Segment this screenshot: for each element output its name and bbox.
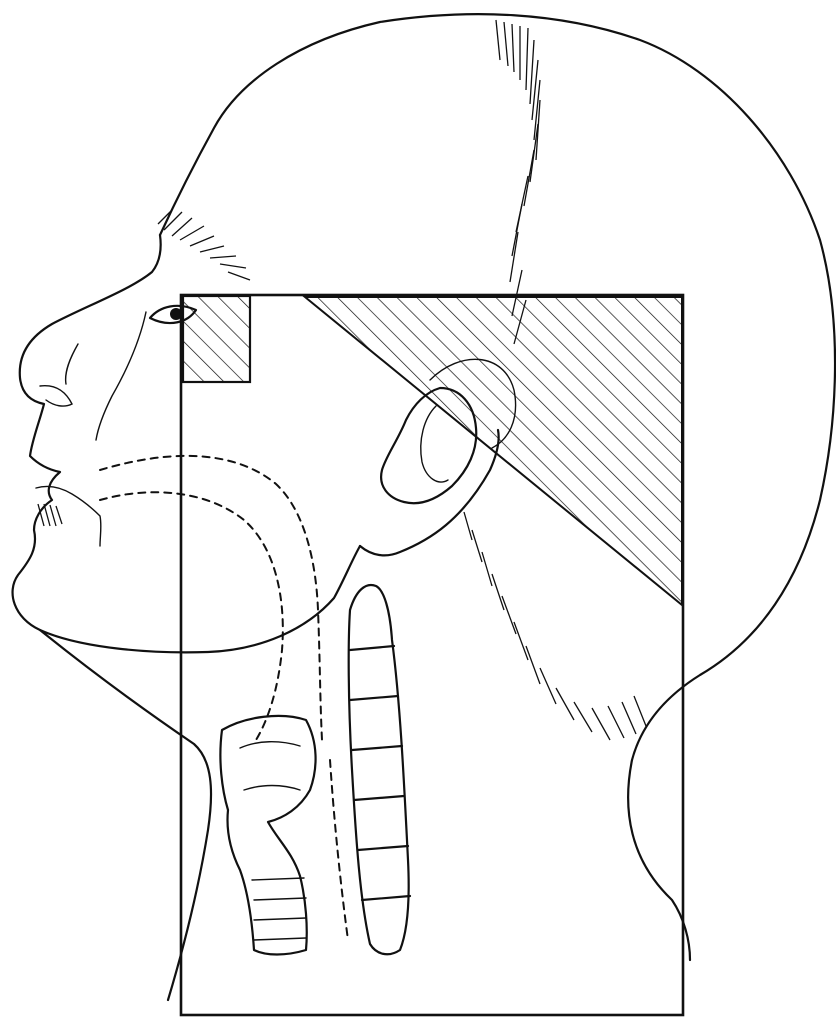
- esophagus-line: [330, 760, 348, 940]
- nostril: [40, 386, 72, 406]
- ear-inner: [421, 406, 448, 482]
- head-outline: [160, 14, 835, 960]
- cheek-line: [96, 312, 146, 440]
- jaw-line: [360, 430, 499, 555]
- nasal-line: [66, 344, 78, 384]
- mouth-line: [36, 486, 101, 546]
- larynx-trachea: [220, 716, 315, 955]
- neck-front-line: [40, 630, 211, 1000]
- posterior-shield-region: [305, 297, 682, 605]
- airway-lower-arc: [100, 492, 283, 740]
- airway-upper-arc: [100, 456, 322, 740]
- eyebrow: [158, 210, 250, 280]
- cervical-spine: [349, 585, 410, 954]
- lip-shading: [38, 504, 62, 526]
